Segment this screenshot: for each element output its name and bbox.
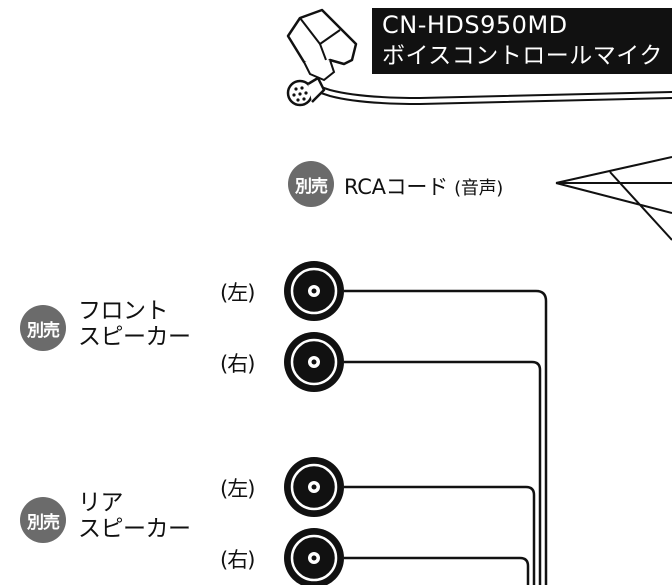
- rear-speaker-sold-separately-badge: 別売: [20, 497, 66, 543]
- rca-cord-label: RCAコード (音声): [344, 171, 503, 201]
- rca-cord-detail: (音声): [454, 178, 504, 199]
- rca-cord-lines: [555, 156, 672, 241]
- speaker-terminal-front-left: [284, 261, 344, 321]
- microphone-cable-inner: [317, 91, 672, 106]
- microphone-cable: [317, 85, 672, 100]
- rear-speaker-name: リア スピーカー: [78, 490, 191, 542]
- microphone-illustration: [286, 8, 358, 107]
- rear-speaker-name-line2: スピーカー: [78, 516, 191, 542]
- rca-cord-name: RCAコード: [344, 175, 448, 199]
- front-left-label: (左): [220, 281, 255, 305]
- microphone-model: CN-HDS950MD: [382, 11, 568, 39]
- front-speaker-sold-separately-badge: 別売: [20, 305, 66, 351]
- front-speaker-name-line1: フロント: [78, 298, 168, 324]
- front-speaker-name: フロント スピーカー: [78, 298, 191, 350]
- front-speaker-name-line2: スピーカー: [78, 324, 191, 350]
- rear-speaker-name-line1: リア: [78, 490, 123, 516]
- speaker-wire-bundle: [344, 289, 548, 585]
- rear-left-label: (左): [220, 477, 255, 501]
- microphone-name: ボイスコントロールマイク: [382, 43, 663, 69]
- rear-right-label: (右): [220, 548, 255, 572]
- speaker-terminal-rear-left: [284, 457, 344, 517]
- speaker-terminal-rear-right: [284, 528, 344, 585]
- rca-sold-separately-badge: 別売: [288, 161, 334, 207]
- front-right-label: (右): [220, 352, 255, 376]
- speaker-terminal-front-right: [284, 332, 344, 392]
- microphone-label: CN-HDS950MD ボイスコントロールマイク: [372, 8, 672, 74]
